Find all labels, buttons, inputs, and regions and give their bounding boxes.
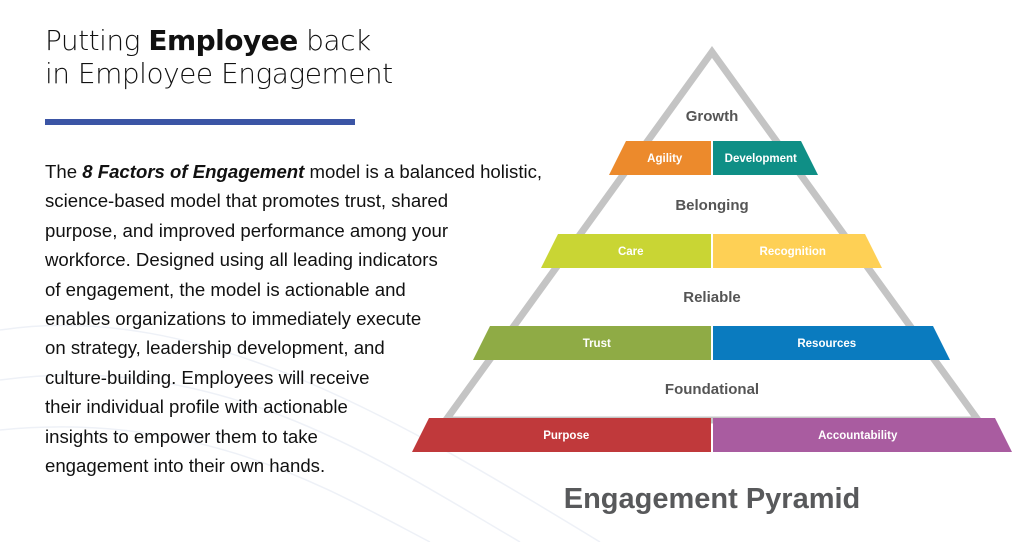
heading-text: Putting: [45, 24, 149, 57]
body-text: of engagement, the model is actionable a…: [45, 278, 406, 300]
heading-text: back: [297, 24, 371, 57]
body-text: science-based model that promotes trust,…: [45, 190, 449, 212]
factor-band-development: [713, 141, 818, 175]
level-label-belonging: Belonging: [675, 197, 748, 214]
body-text: enables organizations to immediately exe…: [45, 308, 422, 330]
model-name: 8 Factors of Engagement: [82, 161, 305, 182]
body-paragraph: The 8 Factors of Engagement model is a b…: [45, 157, 565, 480]
factor-label-accountability: Accountability: [818, 430, 898, 442]
factor-label-recognition: Recognition: [760, 246, 826, 258]
heading-bold-text: Employee: [148, 24, 298, 57]
level-label-reliable: Reliable: [683, 289, 741, 306]
body-text: purpose, and improved performance among …: [45, 219, 449, 241]
factor-label-trust: Trust: [583, 338, 611, 350]
page-heading: Putting Employee back in Employee Engage…: [45, 24, 393, 90]
factor-label-purpose: Purpose: [543, 430, 589, 442]
body-text: model is a balanced holistic,: [304, 161, 543, 182]
body-text: engagement into their own hands.: [45, 455, 326, 477]
body-text: insights to empower them to take: [45, 425, 318, 447]
body-text: The: [45, 161, 83, 182]
factor-band-trust: [473, 326, 711, 360]
factor-label-resources: Resources: [797, 338, 856, 350]
factor-band-care: [541, 234, 711, 268]
factor-label-care: Care: [618, 246, 644, 258]
factor-band-recognition: [713, 234, 882, 268]
body-text: culture-building. Employees will receive: [45, 366, 370, 388]
factor-label-development: Development: [725, 153, 797, 165]
factor-label-agility: Agility: [647, 153, 683, 165]
heading-text: in Employee Engagement: [45, 57, 393, 90]
heading-divider: [45, 119, 355, 125]
factor-band-accountability: [713, 418, 1012, 452]
body-text: their individual profile with actionable: [45, 396, 348, 418]
level-label-foundational: Foundational: [665, 381, 759, 398]
level-label-growth: Growth: [686, 108, 739, 125]
factor-band-purpose: [412, 418, 711, 452]
body-text: workforce. Designed using all leading in…: [45, 249, 438, 271]
pyramid-title: Engagement Pyramid: [563, 483, 861, 515]
body-text: on strategy, leadership development, and: [45, 337, 385, 359]
factor-band-agility: [609, 141, 711, 175]
factor-band-resources: [713, 326, 950, 360]
